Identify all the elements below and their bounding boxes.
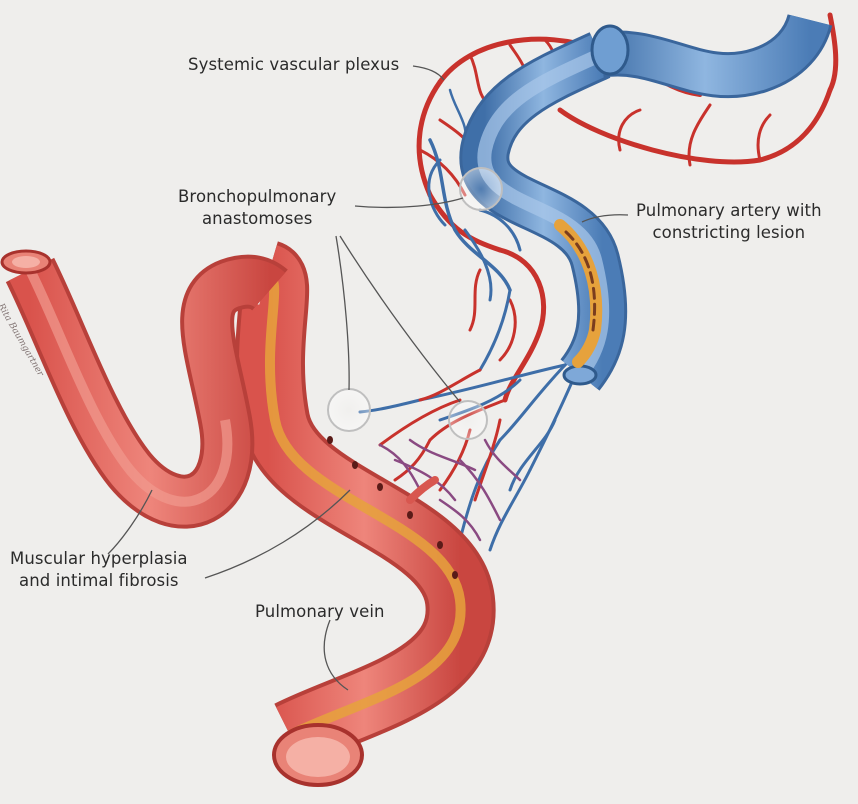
label-artery-line1: Pulmonary artery with: [636, 201, 822, 220]
hyperplastic-vessel: [0, 249, 288, 529]
label-hyperplasia-line2: and intimal fibrosis: [19, 571, 179, 590]
anastomosis-circle-left: [327, 388, 371, 432]
label-systemic-vascular-plexus: Systemic vascular plexus: [188, 55, 400, 74]
leader-anastomoses-upper: [354, 197, 464, 209]
pulmonary-vein: [234, 241, 496, 787]
label-bronchopulmonary-anastomoses: Bronchopulmonary anastomoses: [178, 186, 336, 230]
label-hyperplasia-line1: Muscular hyperplasia: [10, 549, 188, 568]
leader-pulmonary-artery: [581, 214, 629, 223]
leader-hyperplasia-left: [107, 489, 153, 555]
leader-pulmonary-vein: [323, 619, 349, 691]
anastomosis-circle-right: [448, 400, 488, 440]
label-pulmonary-artery: Pulmonary artery with constricting lesio…: [636, 200, 822, 244]
label-anastomoses-line2: anastomoses: [201, 209, 313, 228]
anastomosis-highlights: [327, 167, 503, 440]
label-anastomoses-line1: Bronchopulmonary: [178, 187, 337, 206]
vein-branch: [406, 476, 439, 504]
pulmonary-artery: [459, 13, 833, 391]
leader-hyperplasia-right: [204, 489, 351, 579]
label-artery-line2: constricting lesion: [652, 223, 806, 242]
anastomosis-circle-upper: [459, 167, 503, 211]
leader-systemic-plexus: [412, 65, 445, 81]
leader-anastomoses-left: [335, 235, 350, 391]
label-muscular-hyperplasia: Muscular hyperplasia and intimal fibrosi…: [10, 548, 188, 592]
leader-lines: [107, 65, 629, 691]
leader-anastomoses-right: [339, 235, 461, 403]
label-pulmonary-vein: Pulmonary vein: [255, 602, 385, 621]
vein-wall-pores: [327, 436, 458, 579]
